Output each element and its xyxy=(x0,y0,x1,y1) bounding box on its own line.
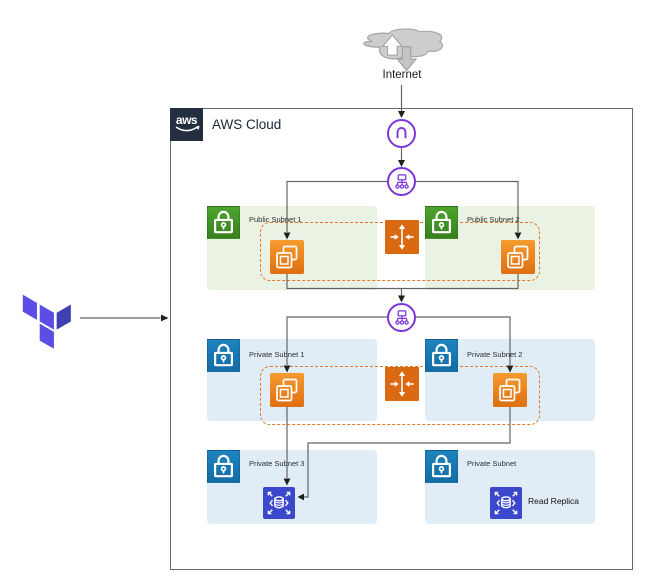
rds-database-icon-primary xyxy=(263,487,295,519)
private-subnet-1-label: Private Subnet 1 xyxy=(249,350,305,359)
internet-cloud-icon xyxy=(358,24,446,74)
elastic-load-balancer-icon-top xyxy=(387,167,416,196)
internet-label: Internet xyxy=(382,69,422,81)
private-subnet-4-lock-icon xyxy=(425,450,458,483)
ec2-instances-icon-public-2 xyxy=(501,240,535,274)
auto-scaling-icon-public xyxy=(385,220,419,254)
rds-database-icon-replica xyxy=(490,487,522,519)
aws-swoosh xyxy=(175,125,200,131)
auto-scaling-group-private xyxy=(260,366,540,425)
internet-gateway-icon xyxy=(387,119,416,148)
ec2-instances-icon-private-2 xyxy=(493,373,527,407)
private-subnet-2-label: Private Subnet 2 xyxy=(467,350,523,359)
read-replica-label: Read Replica xyxy=(528,496,580,506)
private-subnet-4-label: Private Subnet xyxy=(467,459,517,468)
ec2-instances-icon-private-1 xyxy=(270,373,304,407)
public-subnet-1-label: Public Subnet 1 xyxy=(249,215,302,224)
private-subnet-2-lock-icon xyxy=(425,339,458,372)
aws-logo: aws xyxy=(170,108,203,141)
private-subnet-3-lock-icon xyxy=(207,450,240,483)
public-subnet-2-label: Public Subnet 2 xyxy=(467,215,520,224)
aws-cloud-label: AWS Cloud xyxy=(212,117,282,132)
private-subnet-1-lock-icon xyxy=(207,339,240,372)
auto-scaling-icon-private xyxy=(385,367,419,401)
private-subnet-3-label: Private Subnet 3 xyxy=(249,459,305,468)
public-subnet-1-lock-icon xyxy=(207,206,240,239)
aws-logo-text: aws xyxy=(175,112,198,127)
public-subnet-2-lock-icon xyxy=(425,206,458,239)
terraform-logo xyxy=(14,282,84,356)
elastic-load-balancer-icon-middle xyxy=(387,303,416,332)
ec2-instances-icon-public-1 xyxy=(270,240,304,274)
